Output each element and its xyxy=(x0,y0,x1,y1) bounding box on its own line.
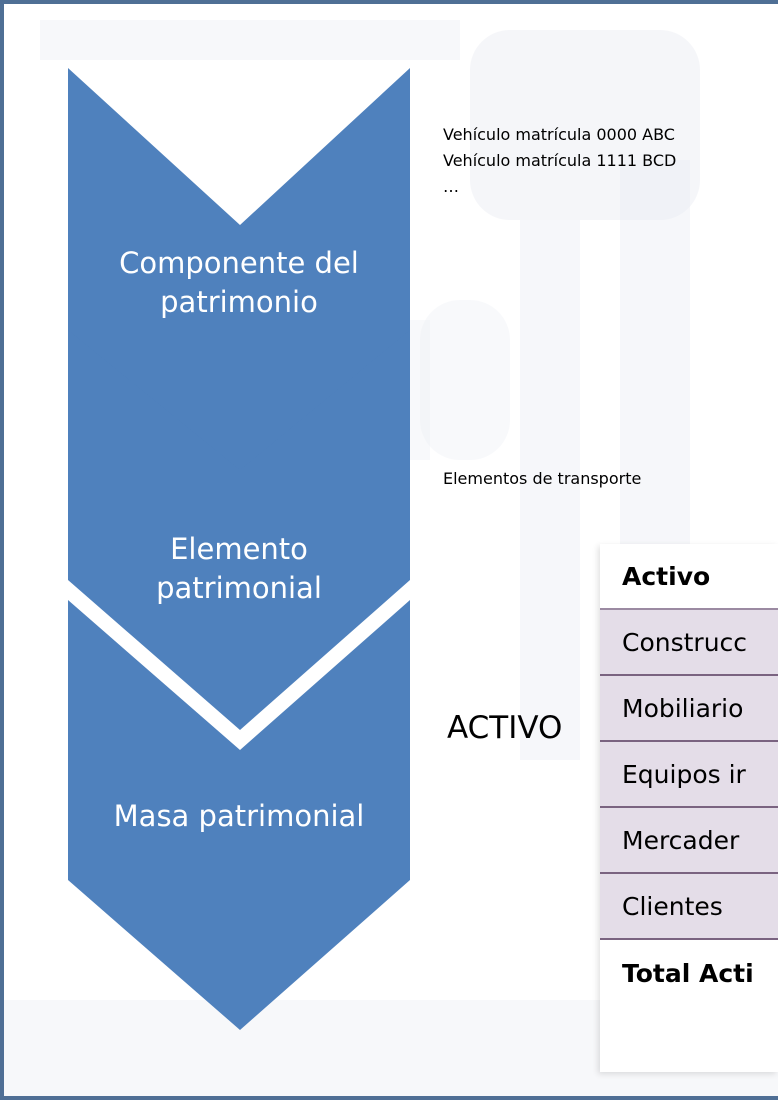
component-example-1: Vehículo matrícula 0000 ABC xyxy=(443,125,675,144)
component-example-ellipsis: … xyxy=(443,177,459,196)
component-examples: Vehículo matrícula 0000 ABC Vehículo mat… xyxy=(443,122,676,200)
chevron-label-elemento: Elemento patrimonial xyxy=(156,532,322,605)
table-header: Activo xyxy=(600,544,778,610)
chevron-label-masa: Masa patrimonial xyxy=(113,799,365,833)
table-row: Mercader xyxy=(600,808,778,874)
component-example-2: Vehículo matrícula 1111 BCD xyxy=(443,151,677,170)
chevron-shape-3 xyxy=(68,600,410,1030)
chevron-label-componente: Componente del patrimonio xyxy=(119,246,359,319)
table-row: Construcc xyxy=(600,610,778,676)
mass-label: ACTIVO xyxy=(447,710,563,746)
balance-table: Activo Construcc Mobiliario Equipos ir M… xyxy=(600,544,778,1072)
chevron-shape-2 xyxy=(68,330,410,730)
element-example: Elementos de transporte xyxy=(443,469,642,488)
table-row: Clientes xyxy=(600,874,778,940)
table-total-row: Total Acti xyxy=(600,940,778,1006)
table-row: Mobiliario xyxy=(600,676,778,742)
table-row: Equipos ir xyxy=(600,742,778,808)
